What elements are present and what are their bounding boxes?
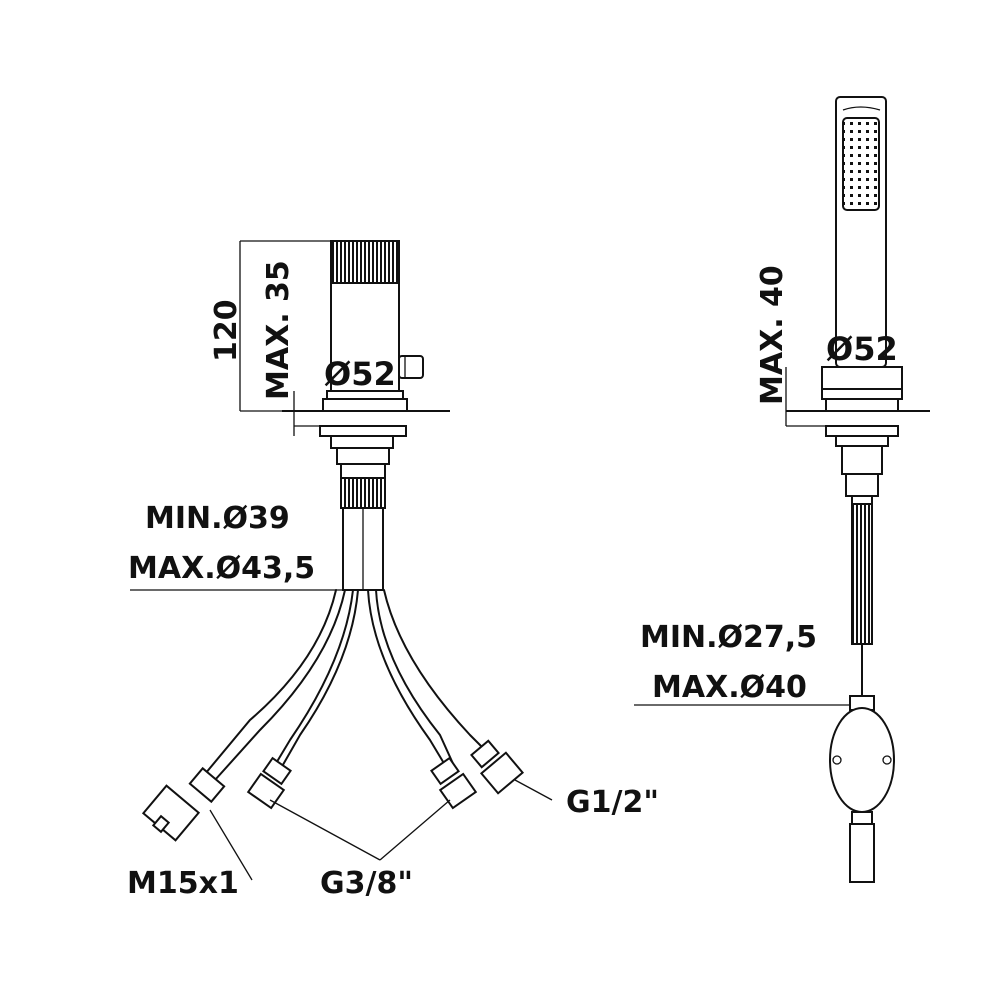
shower-min-hole-label: MIN.Ø27,5	[640, 620, 817, 655]
shower-holder	[821, 366, 903, 390]
g38-connector-left	[246, 756, 292, 810]
shower-counterweight	[829, 707, 895, 813]
mixer-diameter-label: Ø52	[324, 355, 396, 393]
g12-connector	[470, 739, 525, 795]
mixer-height-label: 120	[209, 299, 244, 362]
shower-spring-hose	[851, 503, 873, 645]
mixer-max-hole-label: MAX.Ø43,5	[128, 551, 315, 586]
shower-dimensions	[634, 367, 850, 706]
g12-label: G1/2"	[566, 785, 659, 820]
mixer-knurled-handle	[330, 240, 400, 284]
m15-connector	[141, 766, 226, 842]
shower-diameter-label: Ø52	[826, 330, 898, 368]
m15-label: M15x1	[127, 866, 239, 901]
shower-max-hole-label: MAX.Ø40	[652, 670, 807, 705]
mixer-hoses	[199, 589, 486, 781]
mixer-side-knob	[398, 355, 424, 379]
shower-max-label: MAX. 40	[755, 265, 790, 405]
mixer-view	[130, 240, 553, 881]
mixer-fixing-nut	[319, 425, 407, 437]
mixer-body	[330, 282, 400, 392]
shower-view	[634, 96, 930, 883]
shower-fixing-nut	[825, 425, 899, 437]
mixer-thread	[340, 477, 386, 509]
mixer-dimensions	[130, 240, 553, 881]
mixer-min-hole-label: MIN.Ø39	[145, 501, 290, 536]
mixer-max-label: MAX. 35	[261, 260, 296, 400]
shower-spray-face	[842, 117, 880, 211]
g38-label: G3/8"	[320, 866, 413, 901]
g38-connector-right	[430, 756, 478, 810]
